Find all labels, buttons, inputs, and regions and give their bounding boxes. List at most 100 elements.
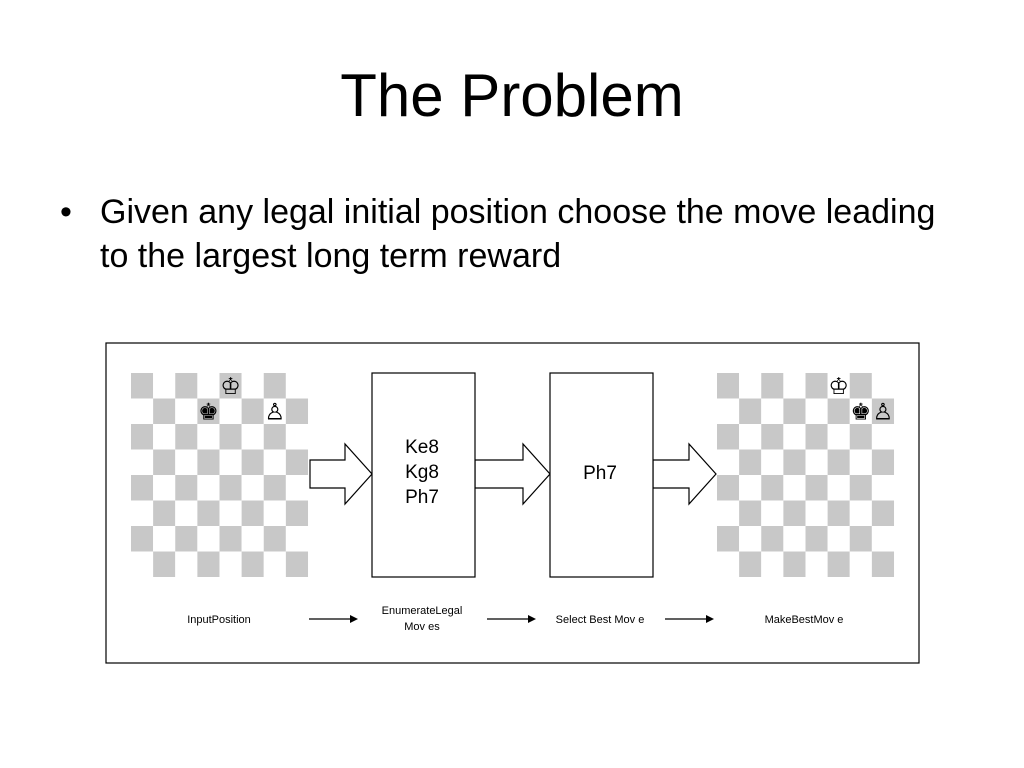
white-pawn-icon: ♙ <box>873 398 894 424</box>
board-square <box>219 373 242 399</box>
board-square <box>871 551 895 577</box>
bullet-icon: • <box>60 193 72 231</box>
flow-arrow-icon <box>309 615 358 623</box>
board-square <box>717 526 740 552</box>
board-square <box>739 500 762 526</box>
board-square <box>153 526 176 552</box>
board-square <box>827 526 850 552</box>
best-move: Ph7 <box>583 463 617 484</box>
board-square <box>175 424 198 450</box>
white-king-icon: ♔ <box>828 373 849 399</box>
board-square <box>131 449 154 475</box>
board-square <box>805 475 828 501</box>
board-square <box>219 526 242 552</box>
board-square <box>805 373 828 399</box>
board-square <box>849 526 872 552</box>
board-square <box>153 475 176 501</box>
board-square <box>871 398 895 424</box>
board-square <box>263 373 286 399</box>
board-square <box>849 551 872 577</box>
arrow-to-best-move-icon <box>474 442 551 506</box>
board-square <box>761 424 784 450</box>
board-square <box>739 551 762 577</box>
board-square <box>197 398 220 424</box>
white-pawn-icon: ♙ <box>265 398 286 424</box>
board-square <box>783 551 806 577</box>
board-square <box>285 500 309 526</box>
board-square <box>805 424 828 450</box>
legal-move: Ke8 <box>405 437 439 458</box>
board-square <box>285 551 309 577</box>
board-square <box>739 449 762 475</box>
step-label-select-best: Select Best Mov e <box>556 614 645 626</box>
board-square <box>197 500 220 526</box>
step-label-enumerate-line1: EnumerateLegal <box>382 605 463 617</box>
board-square <box>131 526 154 552</box>
board-square <box>717 424 740 450</box>
board-square <box>761 500 784 526</box>
board-square <box>805 500 828 526</box>
board-square <box>827 424 850 450</box>
board-square <box>717 500 740 526</box>
board-square <box>263 526 286 552</box>
board-square <box>153 398 176 424</box>
board-square <box>827 475 850 501</box>
slide-title: The Problem <box>340 62 684 129</box>
board-square <box>871 449 895 475</box>
board-square <box>717 398 740 424</box>
board-square <box>219 551 242 577</box>
board-square <box>153 373 176 399</box>
board-square <box>285 526 309 552</box>
board-square <box>805 398 828 424</box>
board-square <box>783 373 806 399</box>
board-square <box>849 373 872 399</box>
board-square <box>285 475 309 501</box>
board-square <box>219 449 242 475</box>
board-square <box>241 475 264 501</box>
board-square <box>131 500 154 526</box>
board-square <box>805 551 828 577</box>
board-square <box>197 475 220 501</box>
board-square <box>219 398 242 424</box>
board-square <box>871 475 895 501</box>
board-square <box>783 449 806 475</box>
board-square <box>761 398 784 424</box>
board-square <box>849 500 872 526</box>
board-square <box>241 398 264 424</box>
board-square <box>717 551 740 577</box>
board-square <box>197 373 220 399</box>
board-square <box>241 424 264 450</box>
board-square <box>219 475 242 501</box>
board-square <box>285 398 309 424</box>
board-square <box>131 373 154 399</box>
best-move-box <box>549 372 654 578</box>
board-square <box>197 424 220 450</box>
board-square <box>739 373 762 399</box>
legal-move: Ph7 <box>405 487 439 508</box>
board-square <box>805 526 828 552</box>
board-square <box>263 398 286 424</box>
board-square <box>175 398 198 424</box>
black-king-icon: ♚ <box>198 398 219 424</box>
output-board: ♔♚♙ <box>717 373 895 577</box>
board-square <box>263 424 286 450</box>
board-square <box>783 475 806 501</box>
board-square <box>131 398 154 424</box>
board-square <box>131 551 154 577</box>
board-square <box>827 500 850 526</box>
board-square <box>285 449 309 475</box>
board-square <box>761 526 784 552</box>
bullet-list: • Given any legal initial position choos… <box>60 190 960 278</box>
board-square <box>175 551 198 577</box>
board-square <box>241 551 264 577</box>
bullet-text: Given any legal initial position choose … <box>100 193 936 275</box>
board-square <box>241 526 264 552</box>
board-square <box>717 373 740 399</box>
board-square <box>175 526 198 552</box>
board-square <box>783 398 806 424</box>
board-square <box>827 373 850 399</box>
flow-arrow-icon <box>665 615 714 623</box>
board-square <box>783 500 806 526</box>
board-square <box>849 398 872 424</box>
board-square <box>783 526 806 552</box>
